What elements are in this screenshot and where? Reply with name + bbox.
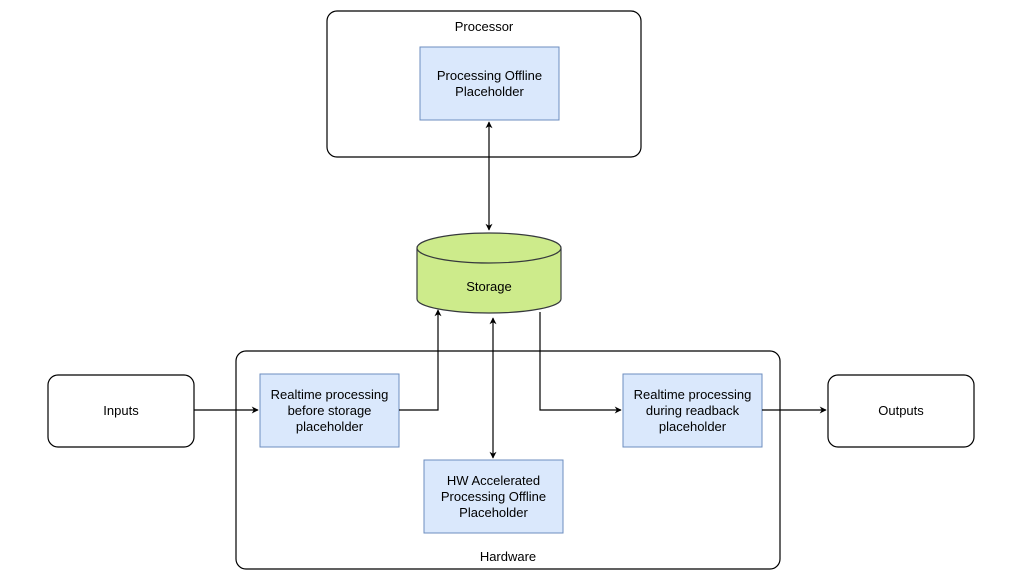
inputs-label: Inputs	[103, 403, 139, 418]
realtime-before-storage-label: Realtime processing before storage place…	[270, 386, 389, 434]
processing-offline-label: Processing Offline Placeholder	[436, 67, 543, 99]
hw-accelerated-label: HW Accelerated Processing Offline Placeh…	[440, 472, 547, 520]
hw-accelerated-block[interactable]	[423, 459, 564, 534]
realtime-during-readback-block[interactable]	[622, 373, 763, 448]
realtime-during-readback-label: Realtime processing during readback plac…	[633, 386, 752, 434]
storage-label: Storage	[466, 279, 512, 294]
hardware-title: Hardware	[479, 549, 537, 564]
inputs-node[interactable]	[47, 374, 195, 448]
connector-realtime-before-storage	[399, 309, 442, 411]
realtime-before-storage-block[interactable]	[259, 373, 400, 448]
storage-cylinder[interactable]	[416, 232, 562, 314]
outputs-label: Outputs	[878, 403, 924, 418]
processor-title: Processor	[454, 19, 514, 34]
outputs-node[interactable]	[827, 374, 975, 448]
processing-offline-block[interactable]	[419, 46, 560, 121]
connector-storage-realtime-during	[539, 312, 622, 414]
